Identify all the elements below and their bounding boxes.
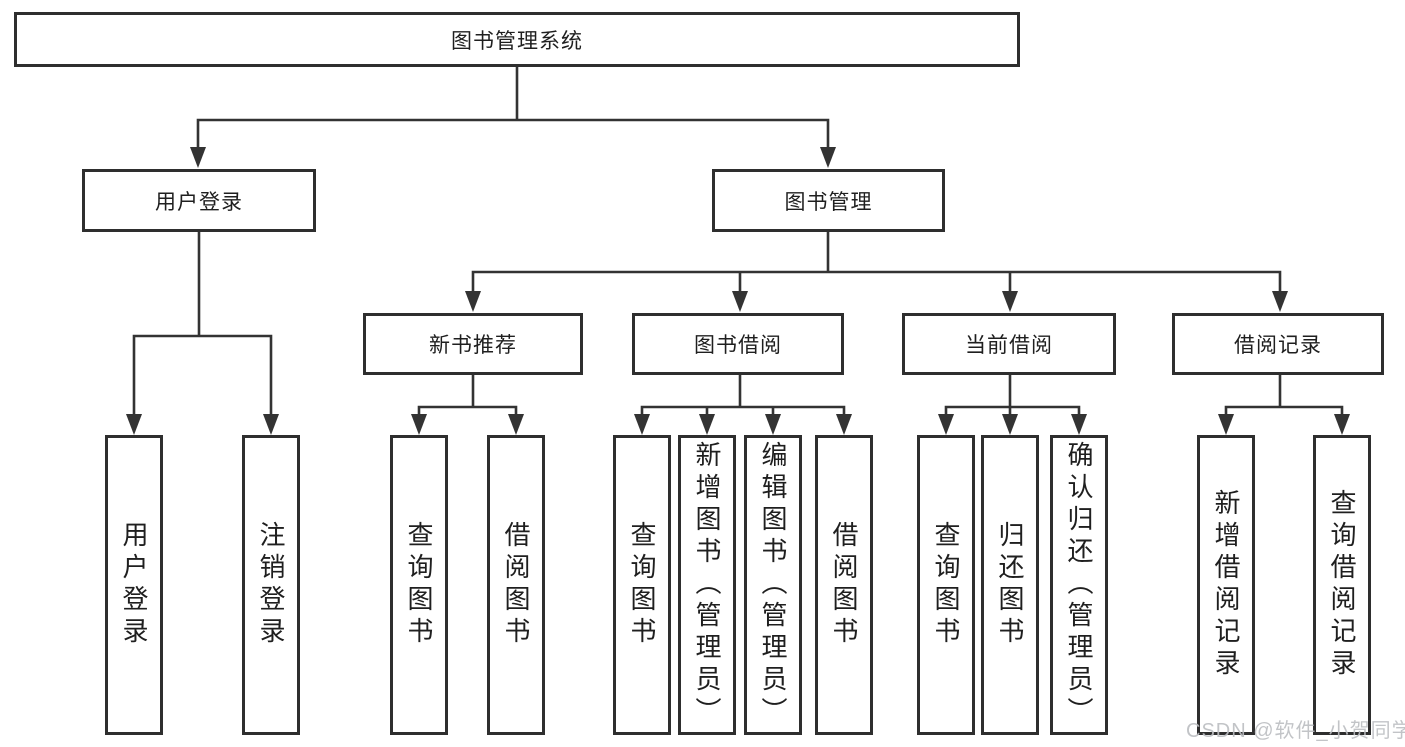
leaf-query-books-1: 查询图书 [390,435,448,735]
node-label: 用户登录 [155,190,243,214]
node-label: 查询图书 [627,521,657,649]
leaf-query-books-2: 查询图书 [613,435,671,735]
leaf-query-borrow-record: 查询借阅记录 [1313,435,1371,735]
leaf-edit-book-admin: 编辑图书（管理员） [744,435,802,735]
node-label: 新增借阅记录 [1211,489,1241,681]
node-label: 用户登录 [119,521,149,649]
node-label: 归还图书 [995,521,1025,649]
node-label: 确认归还（管理员） [1064,441,1094,729]
leaf-query-books-3: 查询图书 [917,435,975,735]
node-label: 借阅图书 [501,521,531,649]
leaf-user-login: 用户登录 [105,435,163,735]
node-book-borrow: 图书借阅 [632,313,844,375]
node-label: 新增图书（管理员） [692,441,722,729]
node-label: 图书管理 [784,190,873,214]
node-root-system: 图书管理系统 [14,12,1020,67]
node-current-borrow: 当前借阅 [902,313,1116,375]
node-new-book-recommend: 新书推荐 [363,313,583,375]
leaf-confirm-return-admin: 确认归还（管理员） [1050,435,1108,735]
leaf-return-books: 归还图书 [981,435,1039,735]
node-label: 图书管理系统 [451,29,583,53]
node-label: 查询图书 [931,521,961,649]
node-label: 借阅记录 [1234,334,1322,357]
node-label: 注销登录 [256,521,286,649]
leaf-borrow-books-1: 借阅图书 [487,435,545,735]
leaf-add-book-admin: 新增图书（管理员） [678,435,736,735]
node-label: 新书推荐 [429,334,517,357]
node-label: 当前借阅 [965,334,1053,357]
node-user-login: 用户登录 [82,169,316,232]
node-label: 查询图书 [404,521,434,649]
node-label: 借阅图书 [829,521,859,649]
node-label: 图书借阅 [694,334,782,357]
leaf-borrow-books-2: 借阅图书 [815,435,873,735]
leaf-add-borrow-record: 新增借阅记录 [1197,435,1255,735]
node-book-management: 图书管理 [712,169,945,232]
node-borrow-records: 借阅记录 [1172,313,1384,375]
node-label: 查询借阅记录 [1327,489,1357,681]
leaf-logout: 注销登录 [242,435,300,735]
node-label: 编辑图书（管理员） [758,441,788,729]
